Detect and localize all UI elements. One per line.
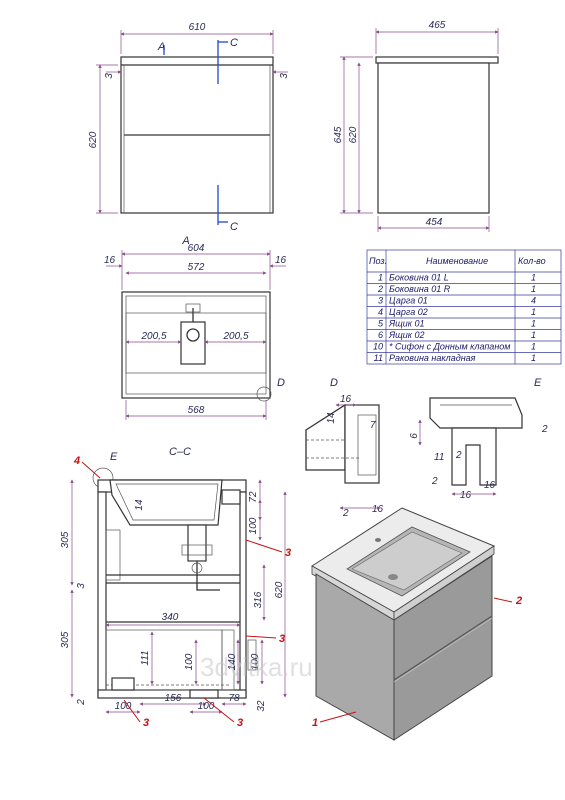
plan-offset-right: 200,5 — [222, 331, 248, 342]
detail-e-title: E — [534, 377, 542, 389]
table-cell-r7-c1: Раковина накладная — [389, 353, 476, 363]
detail-e-dim-4: 16 — [484, 480, 496, 491]
section-callout-1: 3 — [279, 633, 285, 645]
detail-e-dim-0: 2 — [541, 424, 548, 435]
section-callout-3: 3 — [237, 717, 243, 729]
section-cc-title: C–C — [169, 446, 191, 458]
table-cell-r1-c0: 2 — [377, 284, 383, 294]
section-inner-dim-1: 340 — [162, 612, 179, 623]
front-gap-right: 3 — [279, 73, 290, 79]
side-total-height: 645 — [333, 126, 344, 143]
table-cell-r6-c1: * Сифон с Донным клапаном — [389, 342, 510, 352]
section-left-dim-0: 305 — [60, 531, 71, 548]
table-cell-r1-c1: Боковина 01 R — [389, 284, 451, 294]
detail-d-dim-2: 7 — [370, 420, 376, 431]
side-view: 465 454 645 620 — [333, 20, 499, 232]
section-callout-0: 3 — [285, 547, 291, 559]
plan-inner-dim: 572 — [188, 262, 205, 273]
table-cell-r3-c0: 4 — [378, 307, 383, 317]
render-callout-2: 2 — [515, 595, 522, 607]
section-mark-c-top: C — [230, 37, 238, 49]
table-cell-r4-c2: 1 — [531, 319, 536, 329]
plan-edge-right: 16 — [275, 255, 287, 266]
section-right-dim-5: 140 — [227, 653, 238, 670]
callout-4: 4 — [73, 455, 80, 467]
table-cell-r6-c0: 10 — [373, 342, 383, 352]
table-header-1: Наименование — [426, 256, 488, 266]
detail-d-dim-1: 14 — [326, 412, 337, 424]
section-mark-c-bottom: C — [230, 221, 238, 233]
detail-d: D 16 14 7 16 2 — [305, 377, 384, 519]
table-cell-r0-c1: Боковина 01 L — [389, 273, 449, 283]
section-left-dim-3: 2 — [76, 699, 87, 706]
table-cell-r5-c2: 1 — [531, 330, 536, 340]
table-cell-r4-c0: 5 — [378, 319, 384, 329]
detail-e: E 2 6 11 2 16 2 16 — [409, 377, 548, 501]
section-bottom-dim-0: 100 — [115, 701, 132, 712]
section-right-dim-3: 316 — [253, 591, 264, 608]
section-right-dim-2: 620 — [274, 581, 285, 598]
section-mark-a: A — [157, 41, 165, 53]
table-cell-r4-c1: Ящик 01 — [388, 319, 425, 329]
side-bottom-depth: 454 — [426, 217, 443, 228]
table-cell-r2-c0: 3 — [378, 296, 383, 306]
plan-overall-dim: 604 — [188, 243, 205, 254]
section-left-dim-1: 3 — [76, 583, 87, 589]
section-right-dim-4: 100 — [250, 653, 261, 670]
section-left-dim-2: 305 — [60, 631, 71, 648]
detail-d-dim-0: 16 — [340, 394, 352, 405]
detail-e-dim-6: 16 — [460, 490, 472, 501]
render-callout-1: 1 — [312, 717, 318, 729]
section-inner-dim-3: 100 — [184, 653, 195, 670]
plan-bottom-dim: 568 — [188, 405, 205, 416]
front-gap-left: 3 — [104, 73, 115, 79]
section-bottom-dim-3: 78 — [228, 693, 240, 704]
plan-detail-mark: D — [277, 377, 285, 389]
table-cell-r0-c0: 1 — [378, 273, 383, 283]
table-cell-r5-c0: 6 — [378, 330, 383, 340]
table-header-0: Поз. — [369, 256, 387, 266]
section-inner-dim-0: 14 — [134, 499, 145, 511]
section-cc: C–C E 4 305 3 305 2 — [60, 446, 291, 729]
table-cell-r7-c0: 11 — [374, 353, 383, 363]
section-callout-2: 3 — [143, 717, 149, 729]
section-right-dim-1: 100 — [248, 517, 259, 534]
plan-view: A 604 572 16 16 200,5 200,5 568 D — [104, 235, 287, 420]
table-cell-r6-c2: 1 — [531, 342, 536, 352]
section-cc-detail-mark: E — [110, 451, 118, 463]
cabinet-render: 2 1 — [311, 507, 522, 741]
detail-e-dim-1: 6 — [409, 433, 420, 439]
table-cell-r2-c1: Царга 01 — [389, 296, 428, 306]
table-cell-r0-c2: 1 — [531, 273, 536, 283]
front-height-dim: 620 — [88, 131, 99, 148]
section-right-dim-0: 72 — [248, 491, 259, 503]
detail-e-dim-5: 2 — [431, 476, 438, 487]
detail-e-dim-2: 11 — [434, 452, 444, 463]
table-cell-r7-c2: 1 — [531, 353, 536, 363]
section-bottom-dim-1: 156 — [165, 693, 182, 704]
table-header-2: Кол-во — [518, 256, 546, 266]
detail-d-dim-3: 16 — [372, 504, 384, 515]
section-right-dim-6: 32 — [256, 700, 267, 712]
front-width-dim: 610 — [189, 22, 206, 33]
watermark: 3dvitka.ru — [200, 652, 313, 682]
table-cell-r5-c1: Ящик 02 — [388, 330, 425, 340]
detail-d-dim-4: 2 — [342, 508, 349, 519]
plan-offset-left: 200,5 — [140, 331, 166, 342]
section-inner-dim-2: 111 — [140, 650, 151, 665]
detail-e-dim-3: 2 — [455, 450, 462, 461]
plan-edge-left: 16 — [104, 255, 116, 266]
detail-d-title: D — [330, 377, 338, 389]
table-cell-r1-c2: 1 — [531, 284, 536, 294]
section-bottom-dim-2: 100 — [198, 701, 215, 712]
table-cell-r3-c1: Царга 02 — [389, 307, 428, 317]
side-body-height: 620 — [348, 126, 359, 143]
table-cell-r2-c2: 4 — [531, 296, 536, 306]
plan-title: A — [181, 235, 189, 247]
table-cell-r3-c2: 1 — [531, 307, 536, 317]
side-top-depth: 465 — [429, 20, 446, 31]
front-view: 610 620 3 3 A C C — [88, 22, 290, 233]
